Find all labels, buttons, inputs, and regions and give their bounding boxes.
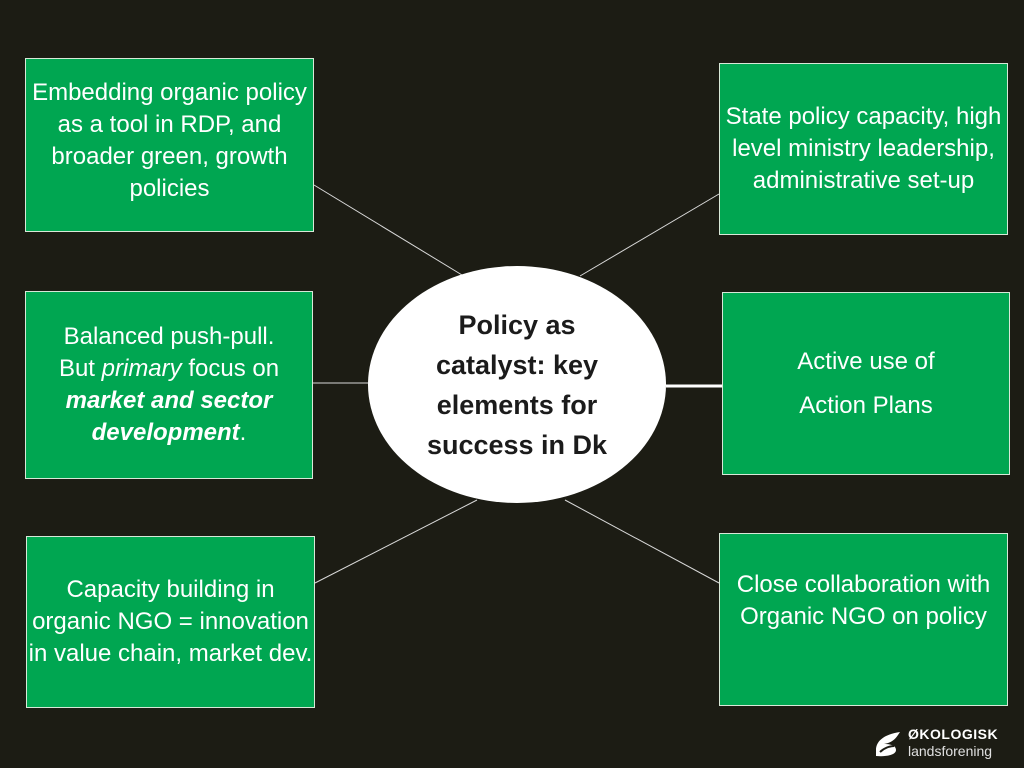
logo-wordmark-bottom: landsforening <box>908 743 993 759</box>
box-middle-left-line2-pre: But <box>58 355 102 382</box>
center-ellipse: Policy as catalyst: key elements for suc… <box>368 266 666 503</box>
box-middle-left-emphasis: primary <box>101 355 182 382</box>
box-top-left: Embedding organic policy as a tool in RD… <box>25 58 314 232</box>
box-middle-right-text: Active use of Action Plans <box>797 340 934 428</box>
box-middle-right-line2: Action Plans <box>799 391 933 419</box>
box-top-right: State policy capacity, high level minist… <box>719 63 1008 235</box>
center-text: Policy as catalyst: key elements for suc… <box>426 309 608 460</box>
box-middle-left-bold-italic: market and sector development <box>65 387 273 446</box>
connector-bottom-left <box>314 499 478 584</box>
box-middle-right: Active use of Action Plans <box>722 292 1010 475</box>
connector-top-left <box>313 184 463 276</box>
logo-wordmark-top: ØKOLOGISK <box>908 726 999 742</box>
box-top-left-text: Embedding organic policy as a tool in RD… <box>32 79 307 202</box>
connector-top-right <box>579 193 720 277</box>
connector-bottom-right <box>564 499 720 584</box>
box-middle-left-line2-post: focus on <box>181 355 280 382</box>
box-bottom-left: Capacity building in organic NGO = innov… <box>26 536 315 708</box>
box-middle-left-trail: . <box>239 419 247 446</box>
box-bottom-right: Close collaboration with Organic NGO on … <box>719 533 1008 706</box>
box-middle-left: Balanced push-pull. But primary focus on… <box>25 291 313 479</box>
logo: ØKOLOGISK landsforening <box>872 726 1022 764</box>
box-middle-left-text: Balanced push-pull. But primary focus on… <box>26 321 312 449</box>
box-bottom-right-text: Close collaboration with Organic NGO on … <box>736 571 991 630</box>
box-middle-left-line1: Balanced push-pull. <box>63 323 275 350</box>
box-middle-right-line1: Active use of <box>797 347 935 375</box>
leaf-s-icon <box>876 732 900 757</box>
box-bottom-left-text: Capacity building in organic NGO = innov… <box>28 576 313 667</box>
box-top-right-text: State policy capacity, high level minist… <box>725 103 1002 194</box>
